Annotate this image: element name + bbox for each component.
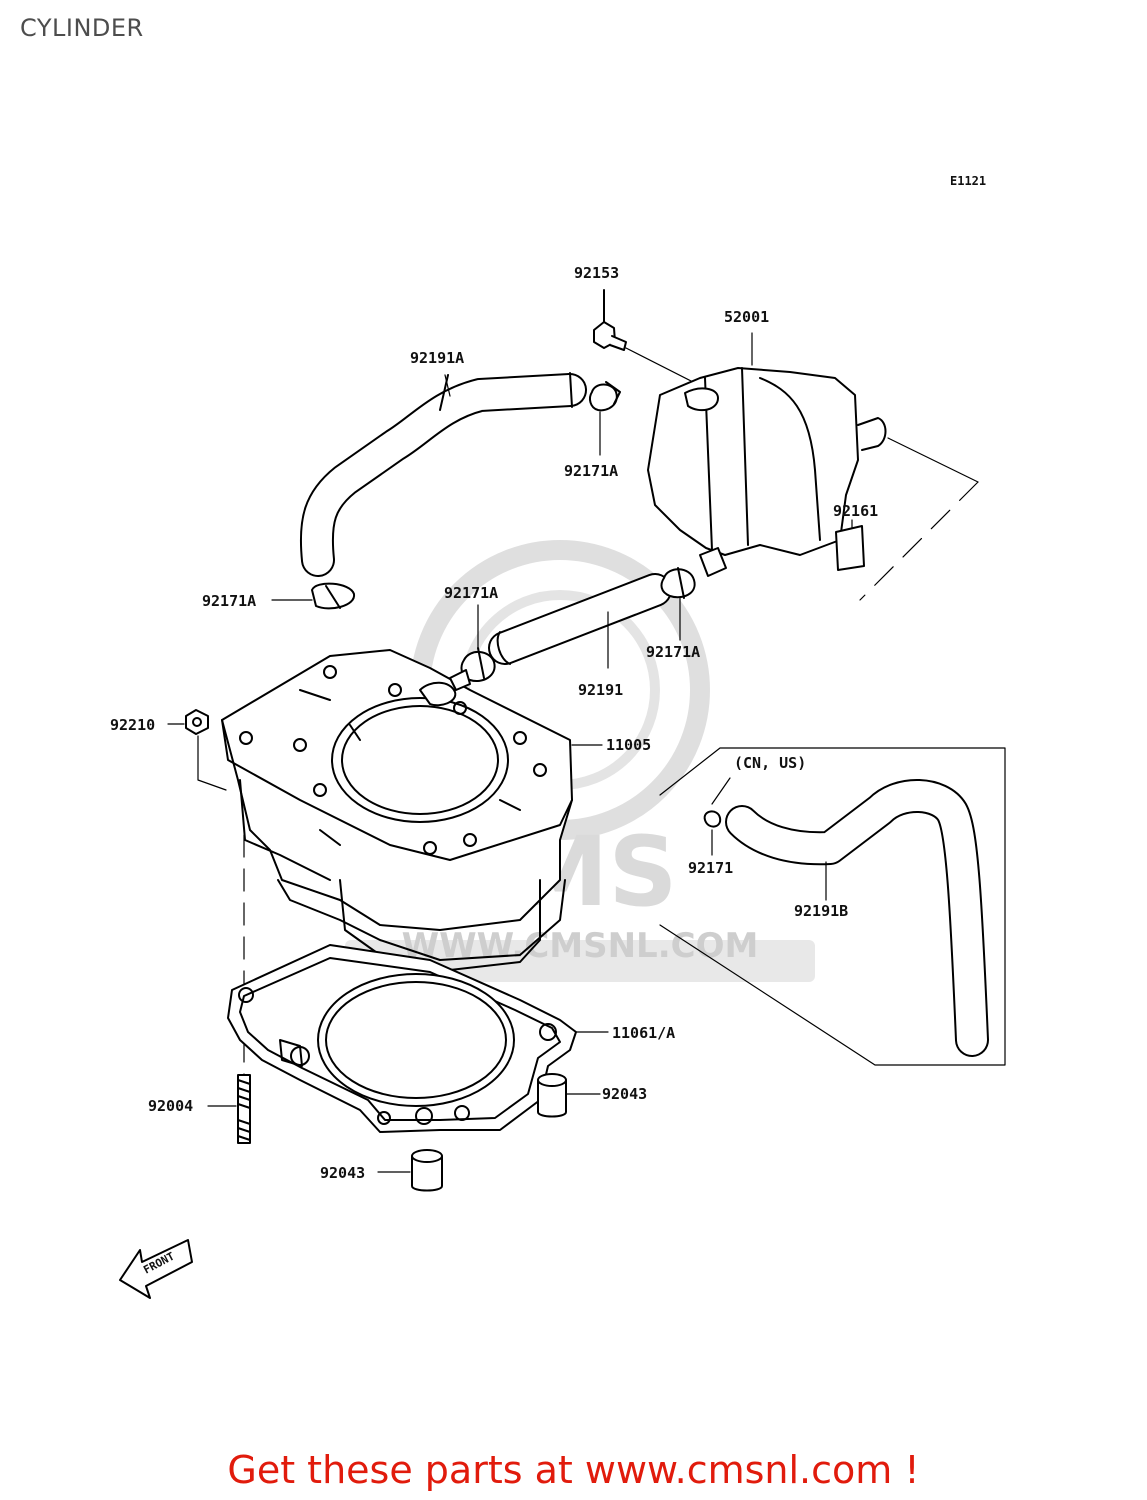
label-92171A-left: 92171A: [202, 592, 256, 610]
label-92210: 92210: [110, 716, 155, 734]
ref-code: E1121: [950, 174, 986, 188]
clip-92171A-mid: [460, 604, 496, 682]
label-92004: 92004: [148, 1097, 193, 1115]
dowel-92043-bottom: [377, 1149, 443, 1192]
label-92191A: 92191A: [410, 349, 464, 367]
bolt-92153: [593, 289, 696, 384]
clip-92171A-top: [589, 381, 621, 456]
clip-92171A-left: [271, 582, 355, 610]
hose-92191: [488, 573, 672, 669]
label-52001: 52001: [724, 308, 769, 326]
nut-92210: [167, 709, 227, 791]
valve-52001: [647, 332, 979, 601]
front-arrow-icon: [119, 1239, 193, 1299]
label-cn-us: (CN, US): [734, 754, 806, 772]
label-92171A-right: 92171A: [646, 643, 700, 661]
hose-92191A: [299, 372, 587, 577]
label-11005: 11005: [606, 736, 651, 754]
label-92153: 92153: [574, 264, 619, 282]
label-92043-bottom: 92043: [320, 1164, 365, 1182]
dowel-92043-right: [537, 1073, 601, 1118]
part-labels: 92153 52001 92191A 92171A 92161 92171A 9…: [110, 264, 878, 1277]
label-11061A: 11061/A: [612, 1024, 675, 1042]
label-92171: 92171: [688, 859, 733, 877]
clip-92171A-right: [660, 567, 696, 641]
page-title: CYLINDER: [20, 14, 144, 42]
gasket-11061A: [227, 944, 609, 1133]
cap-92161: [835, 519, 865, 571]
label-92161: 92161: [833, 502, 878, 520]
label-92043-right: 92043: [602, 1085, 647, 1103]
get-parts-link[interactable]: Get these parts at www.cmsnl.com !: [227, 1448, 920, 1492]
inset-cn-us: [659, 747, 1006, 1066]
cylinder-11005: [221, 649, 603, 971]
label-92171A-top: 92171A: [564, 462, 618, 480]
label-92191: 92191: [578, 681, 623, 699]
stud-92004: [207, 1074, 251, 1144]
label-92171A-mid: 92171A: [444, 584, 498, 602]
label-92191B: 92191B: [794, 902, 848, 920]
